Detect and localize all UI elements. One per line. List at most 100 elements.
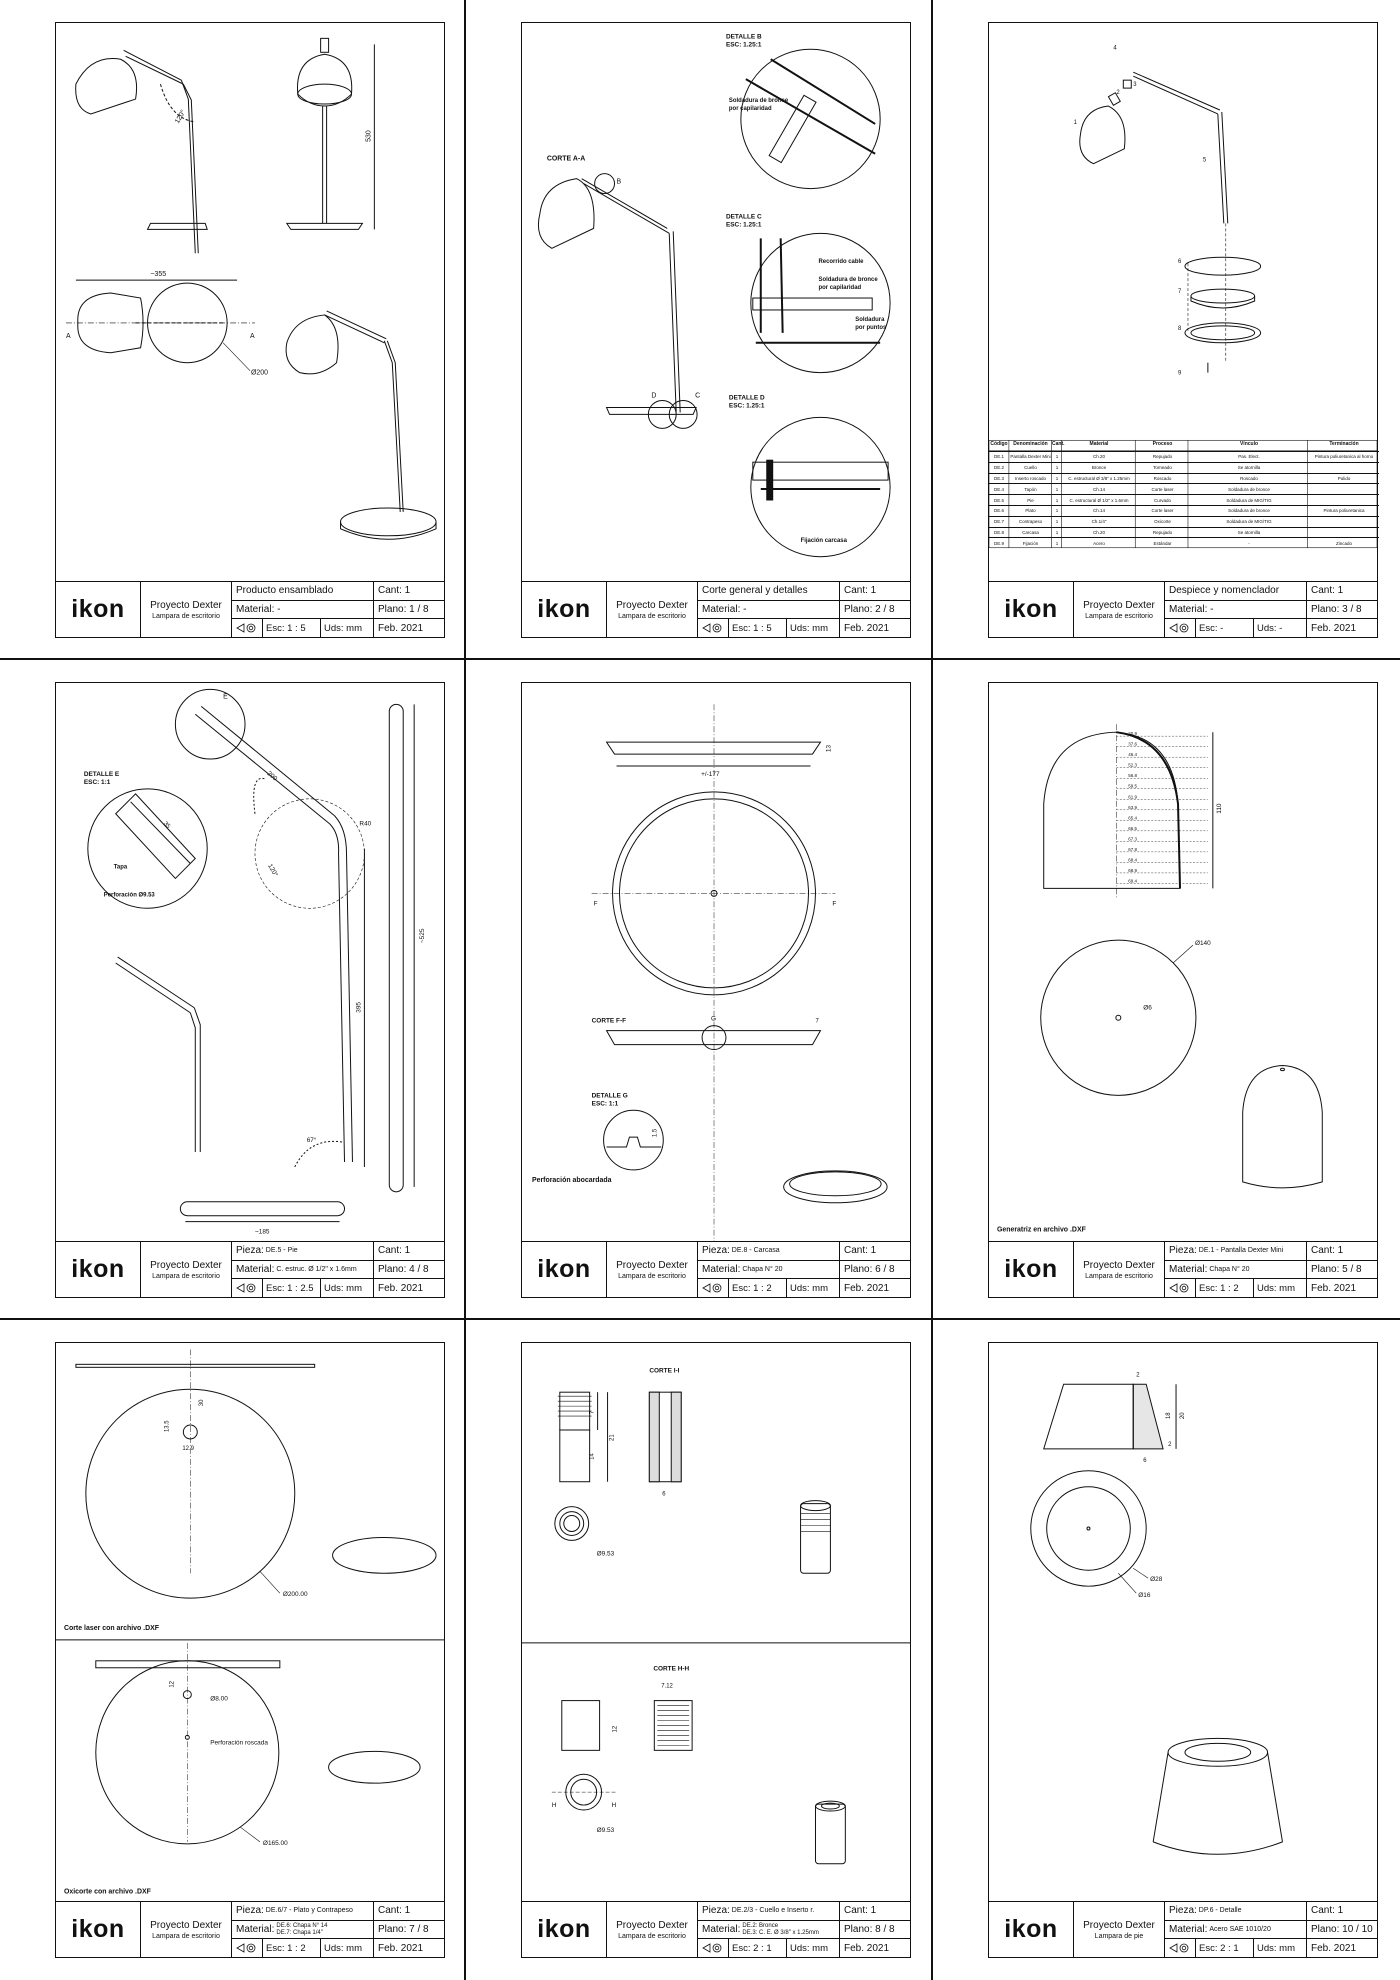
- height-label: 530: [365, 130, 372, 142]
- project-name: Proyecto Dexter: [1083, 1259, 1155, 1271]
- dim-6: 6: [662, 1492, 666, 1498]
- bom-cell: C. estructural Ø 3/8" x 1.25mm: [1068, 475, 1130, 481]
- projection-symbol-icon: [1165, 1279, 1196, 1298]
- scale: Esc: 1 : 5: [729, 619, 787, 638]
- dim-7-12: 7.12: [661, 1684, 673, 1690]
- detail-d-title: DETALLE D: [729, 395, 765, 402]
- plan-number: Plano: 6 / 8: [844, 1264, 895, 1275]
- material-value-2: DE.7: Chapa 1/4": [276, 1929, 323, 1936]
- bom-cell: Cuello: [1024, 465, 1037, 471]
- date: Feb. 2021: [378, 622, 424, 634]
- bom-cell: Soldadura de bronce: [1228, 508, 1270, 514]
- bom-cell: DE.9: [993, 540, 1004, 546]
- project-subtitle: Lampara de escritorio: [152, 612, 220, 620]
- bom-cell: Pas. Elect.: [1238, 454, 1260, 460]
- drawing-area: 30 13.5 12.9 Ø200.00 Corte laser con arc…: [56, 1343, 444, 1903]
- bom-cell: Plato: [1025, 508, 1036, 514]
- part-field: Pieza:DE.8 - Carcasa: [698, 1242, 840, 1260]
- material-field: Material: -: [698, 600, 840, 619]
- dim-177: +/-177: [701, 771, 720, 778]
- material-value: C. estruc. Ø 1/2" x 1.6mm: [276, 1266, 357, 1273]
- diameter-8: Ø8.00: [210, 1696, 228, 1703]
- bom-cell: Pulido: [1337, 475, 1351, 481]
- material-field: Material:Chapa N° 20: [698, 1260, 840, 1279]
- scale: Esc: 1 : 2: [1196, 1279, 1254, 1298]
- title-block: ikon Proyecto Dexter Lampara de escritor…: [522, 1241, 910, 1298]
- profile-dim-label: 46.4: [1128, 752, 1137, 757]
- bom-cell: Ch.20: [1092, 529, 1105, 535]
- material-value: Acero SAE 1010/20: [1209, 1926, 1271, 1933]
- angle-67: 67°: [307, 1136, 317, 1144]
- project-subtitle: Lampara de escritorio: [618, 612, 686, 620]
- part-number-1: 1: [1074, 120, 1078, 126]
- units: Uds: mm: [324, 1942, 362, 1954]
- scale: Esc: -: [1196, 619, 1254, 638]
- profile-dim-label: 63.9: [1128, 805, 1137, 810]
- bom-cell: -: [1248, 540, 1250, 546]
- project-name: Proyecto Dexter: [150, 599, 222, 611]
- material-field: Material:C. estruc. Ø 1/2" x 1.6mm: [232, 1260, 374, 1279]
- section-h-left: H: [552, 1802, 557, 1809]
- bom-cell: 1: [1055, 497, 1059, 503]
- profile-dim-label: 68.4: [1128, 857, 1137, 862]
- profile-dim-label: 52.3: [1128, 763, 1137, 768]
- bom-header-cell: Material: [1089, 441, 1109, 447]
- quantity: Cant: 1: [378, 1245, 411, 1257]
- material-label: Material:: [1169, 1264, 1208, 1275]
- countersink-note: Perforación abocardada: [532, 1177, 612, 1184]
- section-i-title: CORTE I-I: [649, 1367, 679, 1374]
- bom-cell: DE.3: [993, 475, 1004, 481]
- company-logo: ikon: [989, 582, 1074, 637]
- title-block: ikon Proyecto Dexter Lampara de escritor…: [989, 1241, 1377, 1298]
- height-110: 110: [1216, 803, 1223, 814]
- scale: Esc: 2 : 1: [729, 1939, 787, 1958]
- detail-c-title: DETALLE C: [726, 213, 762, 220]
- detail-e-title: DETALLE E: [84, 771, 120, 778]
- bom-cell: Roscado: [1240, 475, 1258, 481]
- cell-1: 120° 530 ~355 A A Ø200 ikon Proyecto Dex…: [0, 0, 466, 660]
- scale: Esc: 2 : 1: [1196, 1939, 1254, 1958]
- project-block: Proyecto Dexter Lampara de escritorio: [607, 1242, 698, 1297]
- diameter-9-53: Ø9.53: [597, 1550, 615, 1557]
- detail-e-scale: ESC: 1:1: [84, 779, 111, 786]
- threaded-hole-note: Perforación roscada: [210, 1739, 268, 1746]
- brazing-note-c: Soldadura de bronce: [818, 277, 878, 283]
- project-block: Proyecto Dexter Lampara de escritorio: [1074, 1242, 1165, 1297]
- dim-7: 7: [590, 1410, 596, 1414]
- bom-cell: Ch.1/4": [1091, 519, 1107, 525]
- bom-cell: Corte laser: [1151, 486, 1174, 492]
- bom-cell: Inserto roscado: [1014, 475, 1047, 481]
- bom-cell: DE.1: [993, 454, 1004, 460]
- projection-symbol-icon: [698, 619, 729, 638]
- date: Feb. 2021: [844, 1282, 890, 1294]
- company-logo: ikon: [989, 1902, 1074, 1957]
- cell-9: 2 18 20 2 6 Ø28 Ø16 ikon Proyecto Dexter…: [933, 1320, 1400, 1980]
- bom-cell: Corte laser: [1151, 508, 1174, 514]
- part-field: Pieza:DE.5 - Pie: [232, 1242, 374, 1260]
- material-label: Material:: [236, 1264, 275, 1275]
- bom-cell: Pie: [1027, 497, 1034, 503]
- brazing-note-c2: por capilaridad: [818, 285, 861, 291]
- bom-cell: C. estructural Ø 1/2" x 1.6mm: [1069, 497, 1129, 503]
- part-number-6: 6: [1178, 259, 1182, 265]
- drawing-sheet-2: CORTE A-A B C D DETALLE B ESC: 1.25:1 So…: [521, 22, 911, 638]
- plan-number: Plano: 7 / 8: [378, 1924, 429, 1935]
- section-f-right: F: [832, 900, 836, 907]
- bom-cell: Repujado: [1152, 454, 1173, 460]
- bom-cell: Se atornilla: [1237, 465, 1261, 471]
- part-value: DE.5 - Pie: [265, 1247, 298, 1255]
- bom-cell: DE.2: [993, 465, 1004, 471]
- detail-b-marker: B: [617, 179, 622, 186]
- bom-cell: DE.7: [993, 519, 1004, 525]
- profile-dim-label: 69.4: [1128, 878, 1137, 883]
- bom-header-cell: Código: [990, 441, 1008, 447]
- company-logo: ikon: [522, 1242, 607, 1297]
- quantity: Cant: 1: [844, 1905, 877, 1917]
